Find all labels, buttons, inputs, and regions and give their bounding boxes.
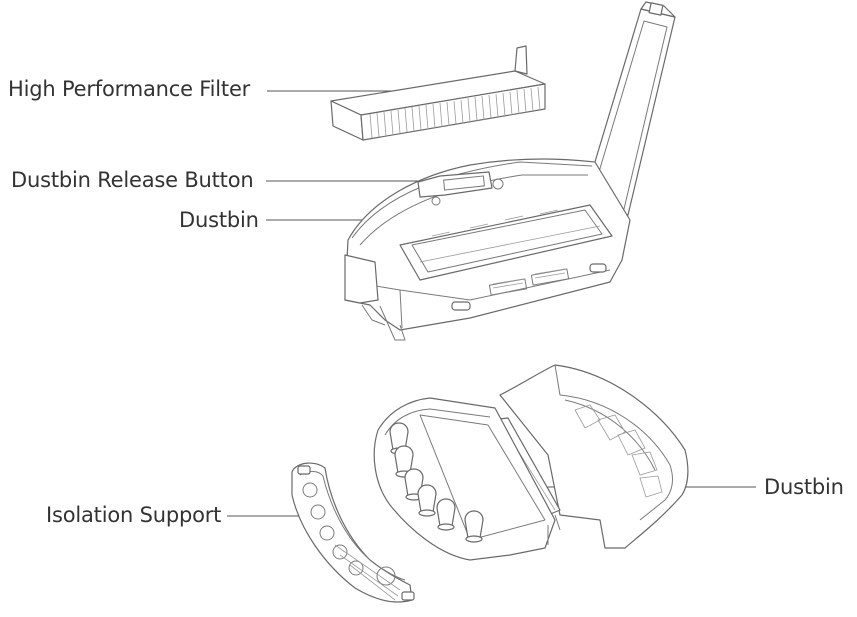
label-dustbin-top: Dustbin <box>179 208 259 232</box>
label-dustbin-bottom: Dustbin <box>764 475 844 499</box>
label-high-performance-filter: High Performance Filter <box>8 77 251 101</box>
dustbin-bottom-drawing <box>373 364 689 561</box>
isolation-support-drawing <box>291 462 415 603</box>
label-dustbin-release-button: Dustbin Release Button <box>11 168 254 192</box>
filter-drawing <box>330 45 546 141</box>
label-isolation-support: Isolation Support <box>46 503 222 527</box>
dustbin-top-drawing <box>344 1 676 341</box>
cones <box>389 422 484 543</box>
